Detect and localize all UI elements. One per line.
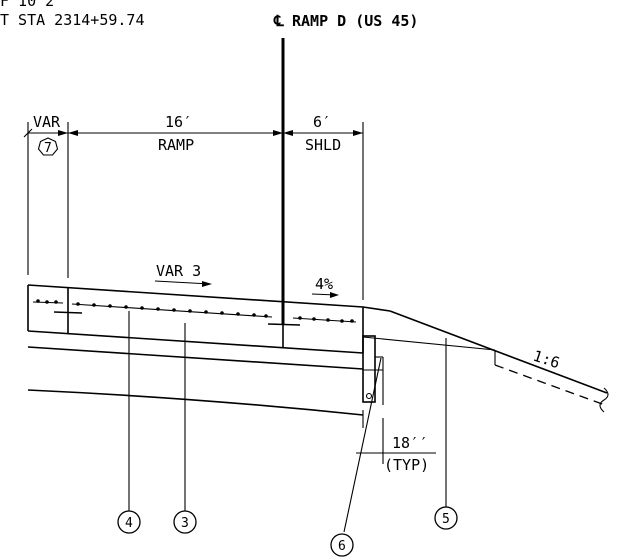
- ramp-slope-arrow: [154, 280, 211, 285]
- side-slope-label: 1:6: [531, 347, 562, 372]
- callout-4-number: 4: [125, 516, 133, 531]
- tie-bar: [53, 311, 83, 314]
- subbase-line: [27, 346, 364, 370]
- var-width-label: VAR: [33, 113, 61, 131]
- ramp-slope-arrowhead: [202, 281, 212, 287]
- underdrain-trench: [362, 335, 376, 403]
- callout-3-number: 3: [181, 516, 189, 531]
- pavement-surface: [27, 284, 364, 308]
- callout-5-number: 5: [442, 512, 450, 527]
- tie-bar: [267, 323, 301, 326]
- curb-offset-value: 18′′: [392, 434, 428, 452]
- dim-tick: [23, 128, 33, 138]
- rebar-line: [32, 301, 64, 304]
- break-symbol: [599, 387, 609, 413]
- shoulder-hinge: [362, 306, 391, 312]
- leader-note-6: [343, 357, 382, 533]
- ramp-label: RAMP: [158, 136, 194, 154]
- ditch-dashed: [494, 364, 606, 406]
- note-7-heptagon: [37, 137, 59, 156]
- callout-3-circle: [173, 510, 197, 534]
- callout-6-number: 6: [338, 539, 346, 554]
- pavement-bottom: [27, 330, 364, 354]
- note-7-number: 7: [44, 141, 52, 156]
- shoulder-label: SHLD: [305, 136, 341, 154]
- shoulder-slope-arrowhead: [330, 292, 339, 298]
- sheet-note-top: F 10 2: [0, 0, 54, 10]
- subgrade-line: [27, 389, 364, 416]
- rebar-line: [71, 303, 273, 318]
- rebar-line: [292, 317, 357, 323]
- shoulder-width-value: 6′: [313, 113, 331, 131]
- curb-offset-note: (TYP): [384, 456, 429, 474]
- callout-5-circle: [434, 506, 458, 530]
- centerline-symbol: ℄: [273, 12, 284, 30]
- foreslope: [389, 310, 608, 394]
- ramp-slope-label: VAR 3: [156, 262, 201, 280]
- centerline-label: RAMP D (US 45): [292, 12, 418, 30]
- dim-arrow: [68, 130, 78, 136]
- subgrade-extension: [362, 336, 496, 351]
- dim-arrow: [58, 130, 68, 136]
- underdrain-pipe: [365, 392, 373, 400]
- callout-4-circle: [117, 510, 141, 534]
- ramp-width-value: 16′: [165, 113, 192, 131]
- shoulder-slope-label: 4%: [315, 275, 333, 293]
- station-label: T STA 2314+59.74: [0, 11, 145, 29]
- dim-arrow: [273, 130, 283, 136]
- dim-arrow: [283, 130, 293, 136]
- callout-6-circle: [330, 533, 354, 557]
- dim-arrow: [353, 130, 363, 136]
